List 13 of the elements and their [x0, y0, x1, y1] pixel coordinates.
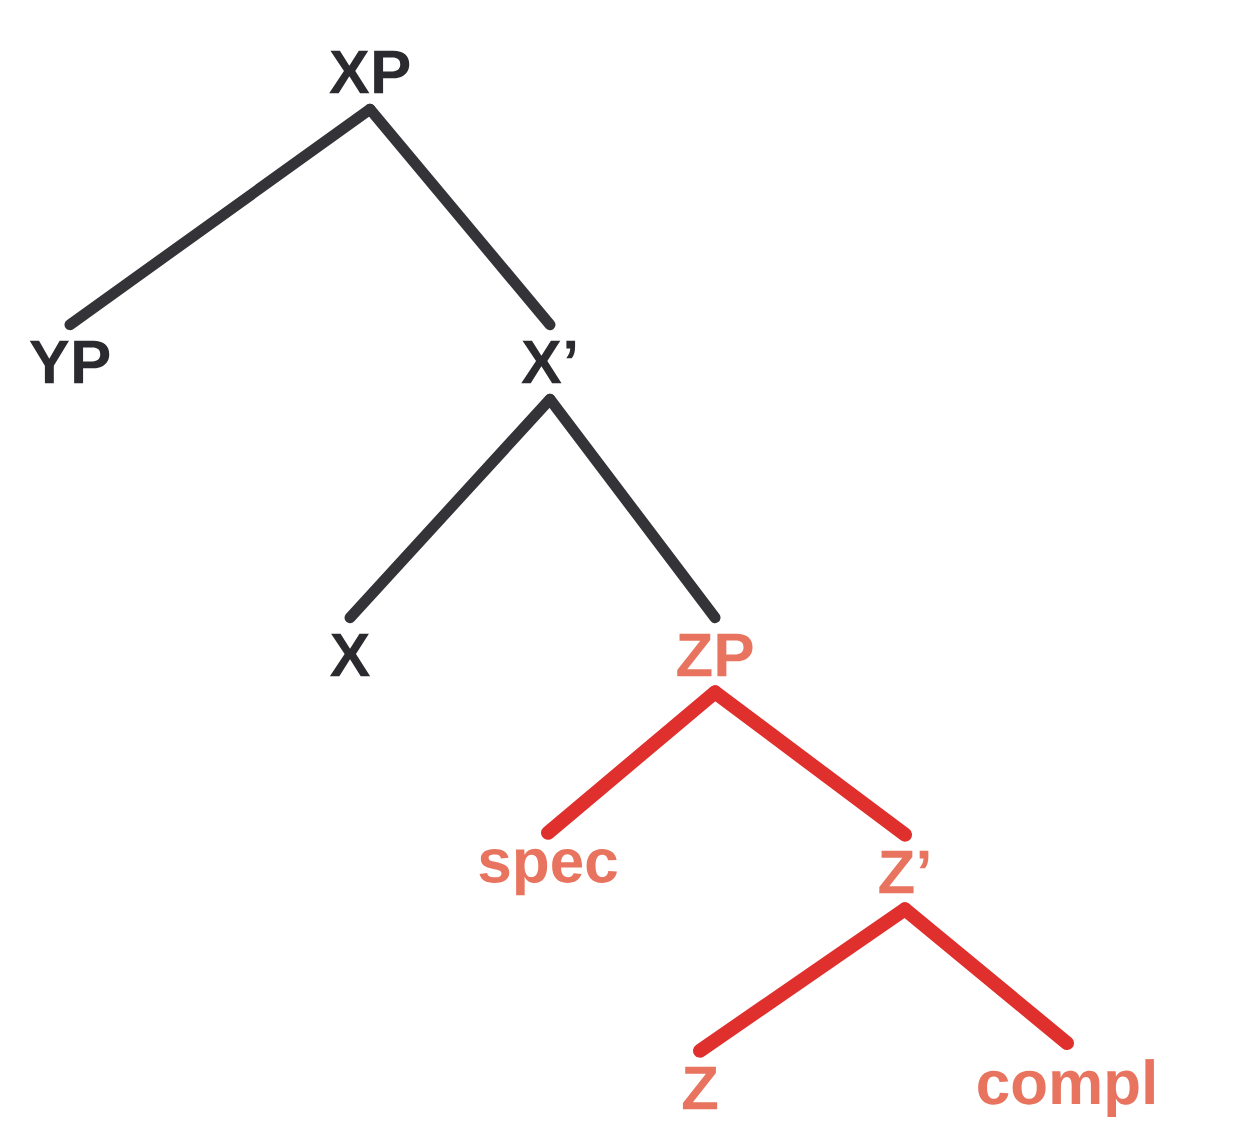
tree-branch: [708, 685, 912, 842]
node-label: ZP: [677, 633, 753, 677]
node-label: YP: [29, 340, 110, 384]
node-label: X’: [521, 340, 576, 384]
node-label: spec: [479, 848, 617, 896]
node-label: X: [329, 633, 371, 677]
node-label: Z: [682, 1066, 718, 1110]
tree-branch: [364, 103, 556, 331]
node-label: Z’: [879, 850, 929, 894]
tree-branch: [898, 902, 1074, 1051]
node-label: compl: [978, 1059, 1154, 1117]
tree-branch: [544, 393, 721, 624]
node-label: XP: [329, 50, 410, 94]
